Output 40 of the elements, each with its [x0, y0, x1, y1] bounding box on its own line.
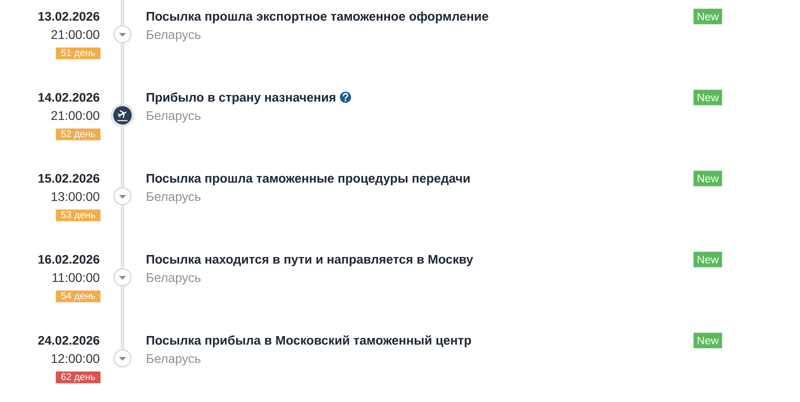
- date-text: 24.02.2026: [38, 336, 100, 345]
- day-badge: 53 день: [56, 210, 100, 222]
- day-badge: 52 день: [56, 128, 100, 140]
- timeline-marker: [113, 25, 132, 44]
- day-badge: 54 день: [56, 290, 100, 302]
- event-title: Посылка находится в пути и направляется в Москву: [146, 255, 474, 266]
- location-text: Беларусь: [146, 192, 200, 204]
- timeline-line: [120, 0, 124, 26]
- date-text: 13.02.2026: [38, 12, 100, 21]
- time-text: 12:00:00: [52, 354, 100, 364]
- status-badge: New: [694, 332, 722, 348]
- day-badge: 51 день: [56, 48, 100, 60]
- timeline-marker: [110, 104, 134, 128]
- status-badge: New: [694, 170, 722, 186]
- status-badge: New: [694, 8, 722, 24]
- timeline-line: [120, 127, 124, 188]
- event-title: Посылка прошла экспортное таможенное оформление: [146, 12, 488, 24]
- timeline-line: [120, 205, 124, 268]
- time-text: 21:00:00: [51, 30, 100, 40]
- time-text: 11:00:00: [52, 273, 100, 282]
- status-badge: New: [694, 90, 722, 106]
- location-text: Беларусь: [146, 354, 200, 366]
- event-title: Посылка прибыла в Московский таможенный центр: [146, 335, 472, 348]
- date-text: 14.02.2026: [38, 92, 100, 102]
- location-text: Беларусь: [146, 111, 200, 123]
- timeline-line: [120, 43, 124, 104]
- event-title: Прибыло в страну назначения: [146, 92, 336, 104]
- status-badge: New: [694, 252, 722, 268]
- date-text: 15.02.2026: [38, 174, 100, 183]
- timeline-marker: [113, 187, 132, 206]
- timeline-marker: [113, 349, 132, 368]
- date-text: 16.02.2026: [38, 254, 100, 264]
- day-badge: 62 день: [56, 372, 100, 384]
- location-text: Беларусь: [146, 30, 200, 42]
- timeline-marker: [113, 268, 132, 286]
- timeline-line: [120, 286, 124, 350]
- time-text: 13:00:00: [52, 192, 100, 202]
- time-text: 21:00:00: [51, 111, 100, 120]
- event-title: Посылка прошла таможенные процедуры передачи: [146, 174, 470, 186]
- location-text: Беларусь: [146, 273, 200, 285]
